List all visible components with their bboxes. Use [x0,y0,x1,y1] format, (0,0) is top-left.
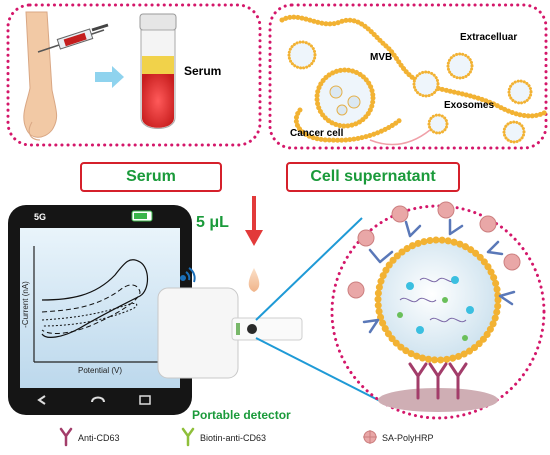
x-axis-label: Potential (V) [78,366,123,375]
portable-detector-label: Portable detector [192,408,291,422]
arm-illustration [23,11,58,141]
legend-sa-polyhrp: SA-PolyHRP [382,433,434,443]
connector-line [255,217,363,321]
legend-biotin-anti-cd63: Biotin-anti-CD63 [200,433,267,443]
biotin-antibody-icon [181,427,195,447]
portable-detector-device [157,287,303,379]
syringe-icon [37,23,109,53]
exosomes-label: Exosomes [444,100,495,111]
antibody-icon [59,427,73,447]
antibodies [362,218,516,334]
arrow-icon [95,66,124,88]
mvb [314,67,376,129]
polyhrp-icon [363,430,377,444]
smartphone [8,205,192,415]
serum-box: Serum [80,162,222,192]
capture-antibodies [408,362,468,400]
mvb-label: MVB [370,52,393,63]
droplet-icon [248,268,260,292]
wifi-icon [180,267,196,283]
exosome-large [378,240,498,360]
serum-frame [6,3,262,147]
inner-cargo [399,277,467,323]
exosome-vesicles [287,40,533,144]
particles [397,276,474,341]
volume-label: 5 μL [196,214,229,231]
cell-frame [268,3,548,150]
y-axis-label: -Current (nA) [20,281,30,328]
phone-status-label: 5G [34,212,47,222]
cell-supernatant-box: Cell supernatant [286,162,460,192]
polyhrp-particles [347,201,521,299]
test-tube [139,13,177,129]
legend-anti-cd63: Anti-CD63 [78,433,120,443]
cancer-cell-label: Cancer cell [290,128,344,139]
serum-tube-label: Serum [184,64,222,78]
cell-membrane [279,14,549,119]
extracellular-label: Extracelluar [460,32,518,43]
